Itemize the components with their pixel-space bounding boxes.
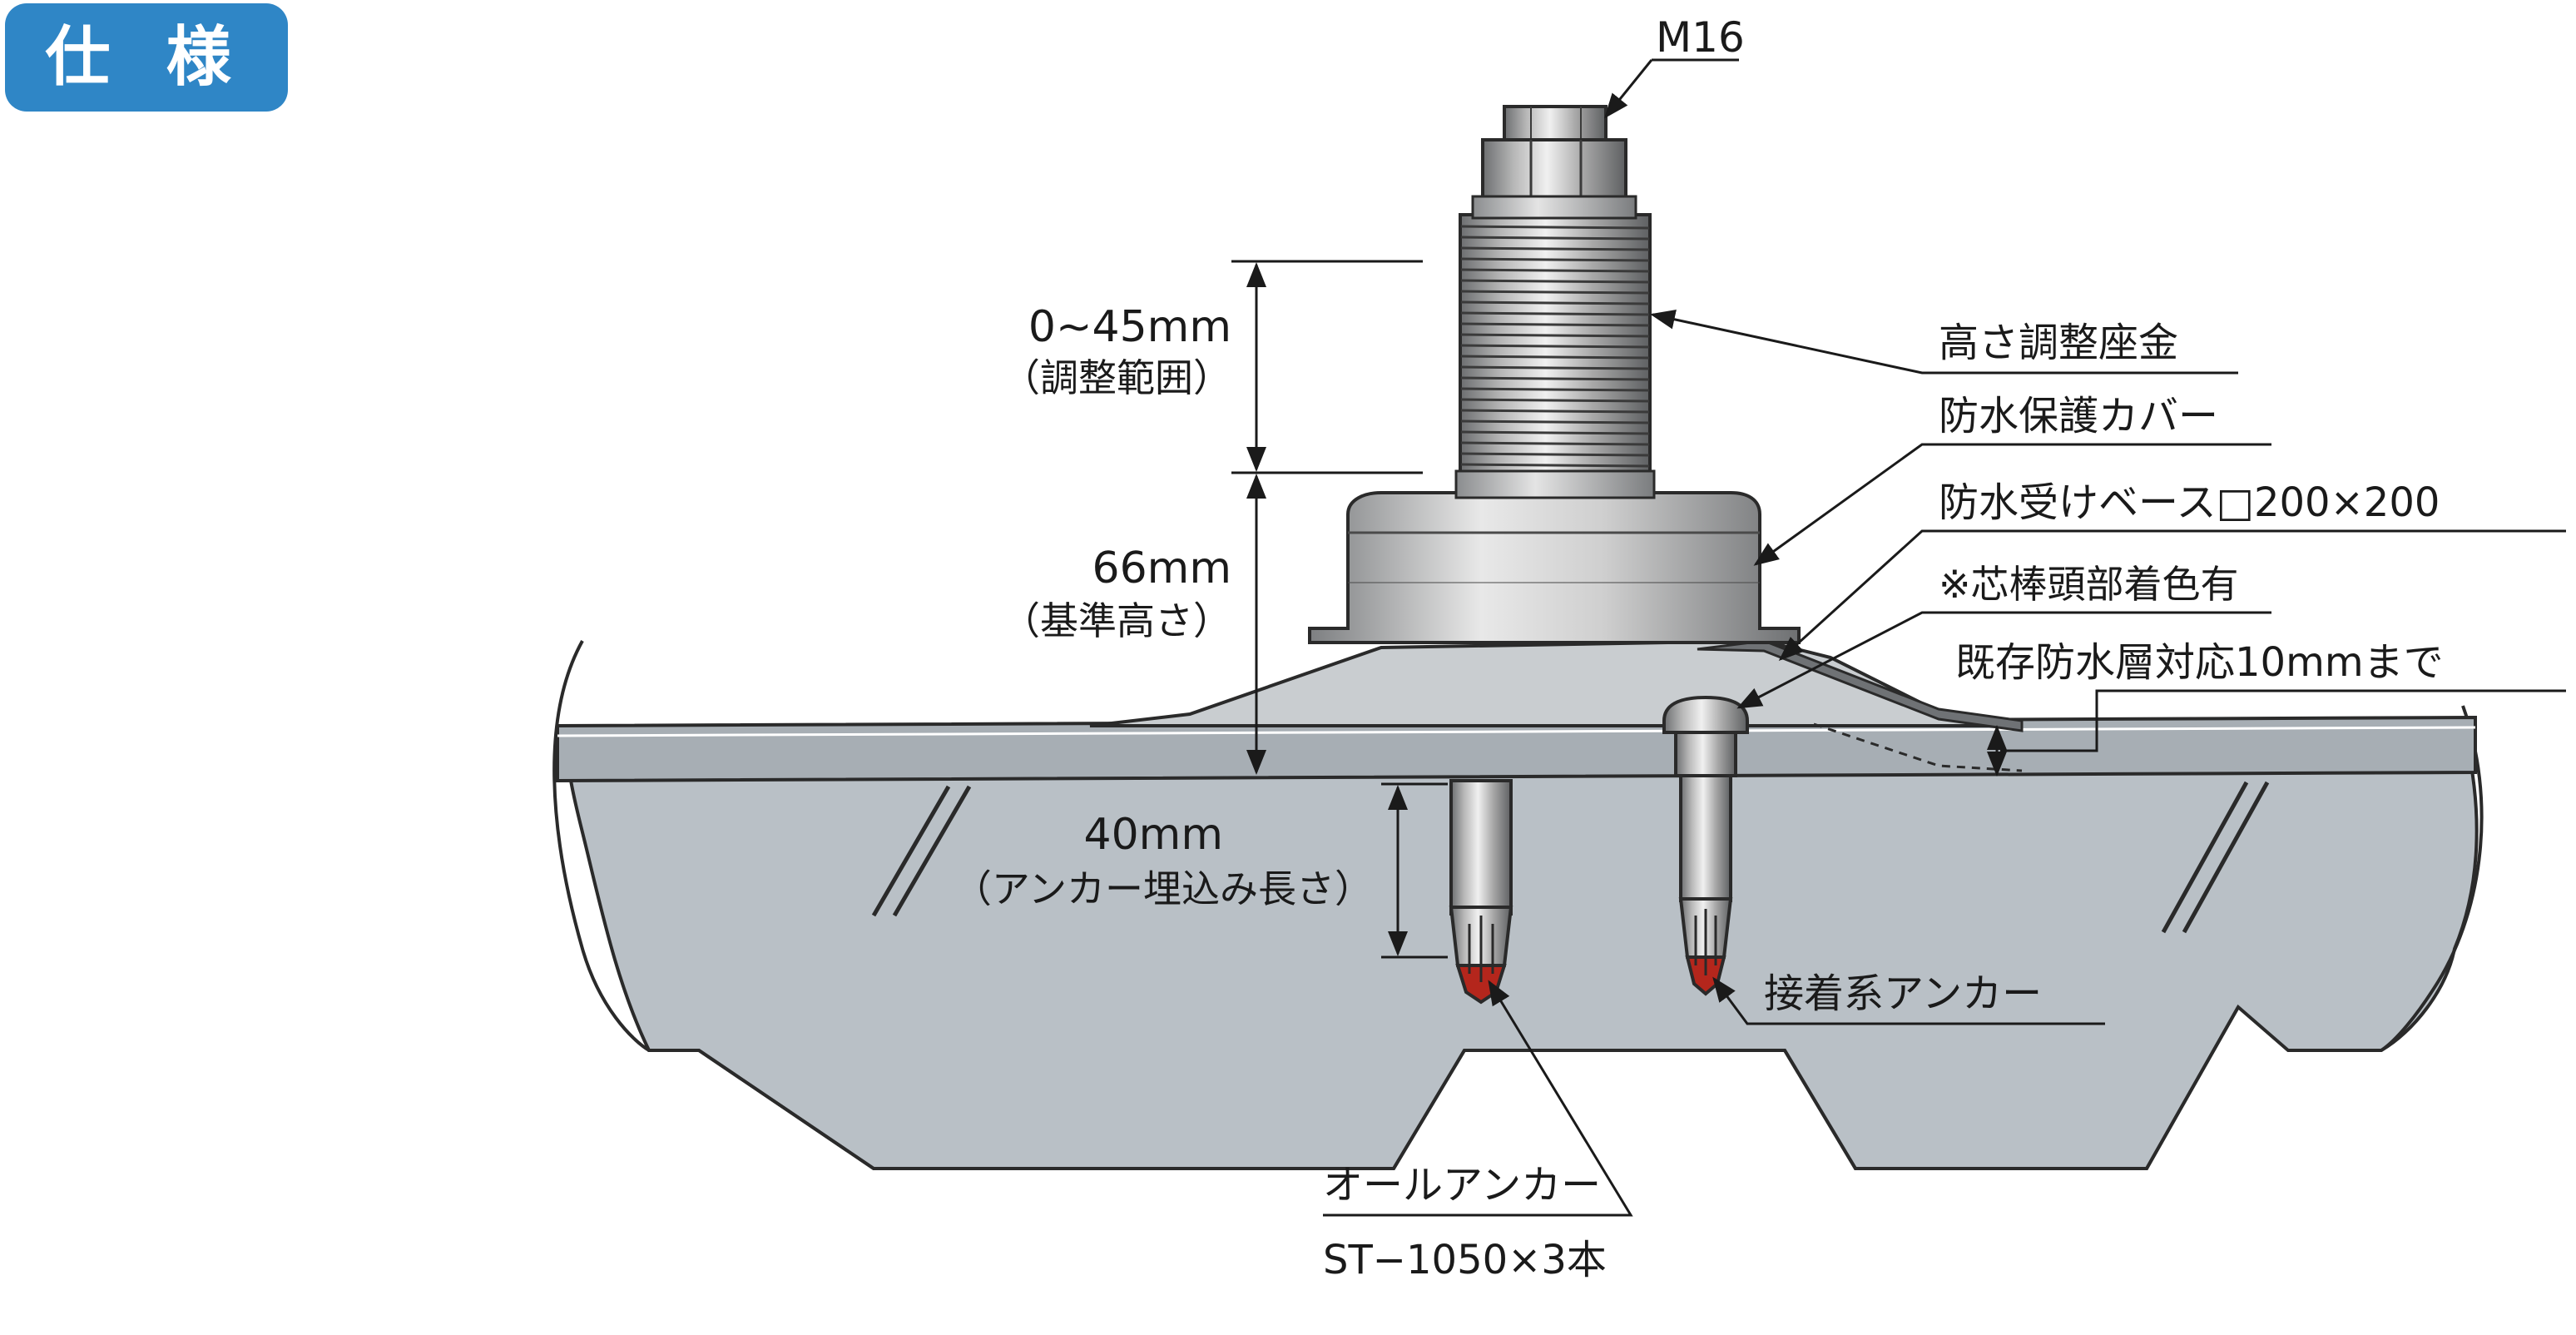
label-core-head-note: ※芯棒頭部着色有 <box>1939 562 2239 607</box>
thread-line <box>1460 452 1650 457</box>
all-anchor <box>1449 779 1513 1005</box>
thread-line <box>1460 290 1650 295</box>
thread-line <box>1460 300 1650 305</box>
thread-line <box>1460 246 1650 251</box>
label-adhesive-anchor: 接着系アンカー <box>1764 970 2042 1017</box>
label-base-height-value: 66mm <box>1092 543 1231 593</box>
thread-line <box>1460 236 1650 241</box>
concrete-slab <box>552 640 2484 1170</box>
label-waterproof-cover: 防水保護カバー <box>1939 393 2218 439</box>
thread-line <box>1460 387 1650 392</box>
thread-line <box>1460 398 1650 403</box>
section-badge: 仕 様 <box>5 3 288 112</box>
thread-line <box>1460 333 1650 338</box>
label-all-anchor-spec: ST−1050×3本 <box>1323 1237 1607 1283</box>
thread-line <box>1460 441 1650 446</box>
thread-line <box>1460 322 1650 327</box>
thread-line <box>1460 355 1650 360</box>
section-badge-label: 仕 様 <box>45 20 248 95</box>
dimension-lines <box>1231 260 2007 959</box>
label-anchor-depth-note: （アンカー埋込み長さ） <box>954 866 1373 911</box>
label-waterproof-base: 防水受けベース□200×200 <box>1939 479 2440 526</box>
adhesive-anchor <box>1662 695 1749 996</box>
thread-line <box>1460 268 1650 273</box>
label-anchor-depth-value: 40mm <box>1084 810 1223 860</box>
thread-line <box>1460 225 1650 230</box>
labels: M16 0~45mm （調整範囲） 66mm （基準高さ） 40mm （アンカー… <box>954 13 2444 1283</box>
label-adjust-range-note: （調整範囲） <box>1002 355 1231 400</box>
thread-line <box>1460 257 1650 262</box>
height-adjusting-washer <box>1454 213 1656 499</box>
thread-line <box>1460 311 1650 316</box>
thread-line <box>1460 430 1650 435</box>
thread-line <box>1460 344 1650 349</box>
thread-line <box>1460 376 1650 381</box>
waterproof-cover <box>1308 491 1801 644</box>
label-base-height-note: （基準高さ） <box>1002 598 1231 643</box>
label-existing-layer: 既存防水層対応10mmまで <box>1955 639 2444 686</box>
label-all-anchor: オールアンカー <box>1323 1162 1601 1208</box>
m16-bolt-and-nut <box>1471 105 1637 220</box>
thread-line <box>1460 365 1650 370</box>
thread-line <box>1460 463 1650 468</box>
label-m16: M16 <box>1656 13 1745 62</box>
thread-line <box>1460 409 1650 414</box>
leader-lines <box>1323 58 2566 1217</box>
thread-line <box>1460 419 1650 424</box>
thread-line <box>1460 279 1650 284</box>
label-height-washer: 高さ調整座金 <box>1939 320 2178 366</box>
label-adjust-range-value: 0~45mm <box>1028 302 1231 352</box>
